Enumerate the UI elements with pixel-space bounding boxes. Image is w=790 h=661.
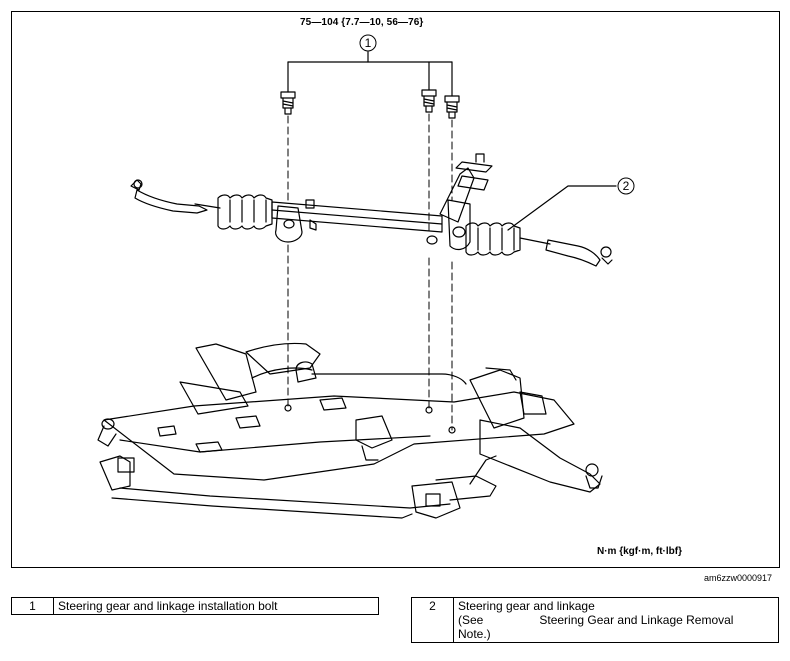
front-crossmember: [97, 342, 603, 519]
legend-description: Steering gear and linkage installation b…: [53, 597, 379, 615]
steering-gear-assembly: [130, 153, 613, 267]
legend-table-1: 1 Steering gear and linkage installation…: [11, 597, 379, 615]
callout-1-number: 1: [365, 36, 372, 50]
legend-note-prefix: (See: [458, 613, 484, 627]
legend-note-suffix: Note.): [458, 627, 491, 641]
diagram-frame: [11, 11, 780, 568]
bolt-icon: [444, 95, 460, 119]
steering-gear-diagram: 1 2: [97, 34, 635, 519]
callout-2-circle: [617, 177, 635, 195]
callout-1-circle: [359, 34, 377, 52]
callout-2-number: 2: [623, 179, 630, 193]
alignment-lines: [287, 113, 453, 431]
bolt-icon: [421, 89, 437, 113]
bolt-icon: [280, 91, 296, 115]
legend-note-link[interactable]: Steering Gear and Linkage Removal: [539, 613, 734, 627]
callout-2-leader: [507, 185, 617, 231]
callout-1-leader: [287, 51, 453, 97]
legend-number: 2: [411, 597, 454, 643]
legend-number: 1: [11, 597, 54, 615]
legend-description: Steering gear and linkage: [458, 599, 595, 613]
legend-row: 1 Steering gear and linkage installation…: [11, 597, 379, 615]
torque-spec: 75—104 {7.7—10, 56—76}: [300, 17, 424, 28]
torque-units: N·m {kgf·m, ft·lbf}: [597, 546, 682, 557]
figure-id: am6zzw0000917: [704, 573, 773, 583]
legend-description-cell: Steering gear and linkage (See Steering G…: [453, 597, 779, 643]
